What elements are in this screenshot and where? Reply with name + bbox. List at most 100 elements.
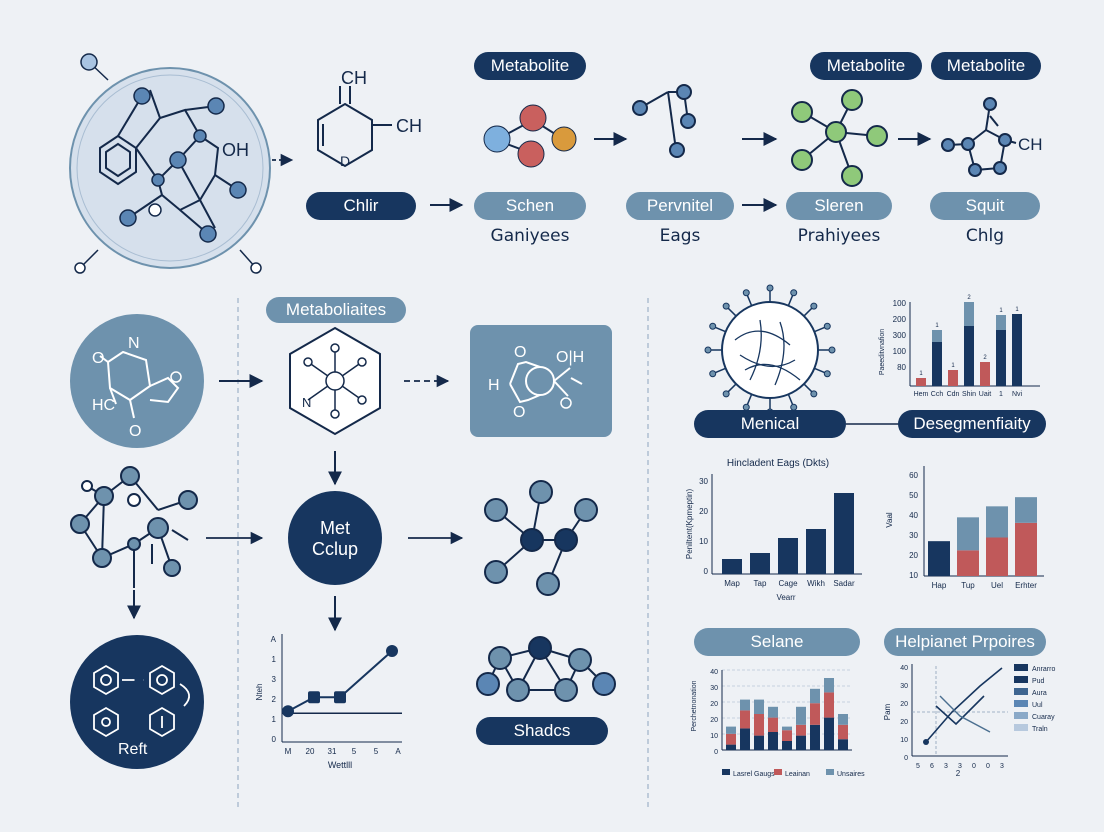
c1-bar-top bbox=[964, 302, 974, 326]
c6-legend-swatch bbox=[1014, 700, 1028, 707]
c1-bar-top bbox=[996, 315, 1006, 330]
virus-strand bbox=[749, 319, 762, 381]
c5-line bbox=[287, 650, 393, 713]
c4-bar bbox=[754, 735, 764, 750]
ganiyees-caption: Ganiyees bbox=[490, 226, 570, 246]
c4-legend-label: Unsaires bbox=[837, 771, 865, 778]
c6-legend-label: Pud bbox=[1032, 678, 1045, 685]
c5-marker bbox=[386, 645, 398, 657]
virus-spike-tip bbox=[704, 346, 712, 354]
virus-spike-tip bbox=[790, 289, 798, 297]
c6-xtick: 3 bbox=[1000, 763, 1004, 770]
network-molecule-icon bbox=[70, 466, 198, 588]
c5-xlabel: Wettlll bbox=[328, 760, 352, 770]
c1-bar bbox=[996, 330, 1006, 386]
bottom-cluster-molecule-icon bbox=[476, 636, 616, 702]
c4-bar bbox=[782, 741, 792, 750]
c6-marker bbox=[923, 739, 929, 745]
c2-bar bbox=[722, 559, 742, 574]
c2-ylabel: Peniltent(Kpmeptin) bbox=[685, 489, 694, 560]
o-label: O bbox=[92, 350, 104, 367]
d-label: D bbox=[340, 153, 350, 169]
c4-bar bbox=[754, 699, 764, 714]
c2-xlabel: Vearr bbox=[776, 593, 795, 602]
ch-molecule-icon bbox=[317, 86, 392, 168]
c4-legend-swatch bbox=[722, 769, 730, 775]
c6-legend-swatch bbox=[1014, 676, 1028, 683]
c2-bar bbox=[778, 538, 798, 574]
reft-label: Reft bbox=[118, 741, 148, 758]
c4-ytick: 40 bbox=[710, 669, 718, 676]
c5-ytick: A bbox=[271, 635, 277, 644]
c1-datalabel: 2 bbox=[967, 295, 971, 301]
c1-datalabel: 1 bbox=[951, 363, 955, 369]
c3-ytick: 60 bbox=[909, 471, 918, 480]
c6-legend-label: Cuaray bbox=[1032, 714, 1055, 721]
c6-xtick: 3 bbox=[958, 763, 962, 770]
c4-ytick: 20 bbox=[710, 717, 718, 724]
c6-line-1 bbox=[925, 667, 1003, 743]
pervnitel-label: Pervnitel bbox=[626, 192, 734, 220]
met-cclup-node bbox=[288, 491, 382, 585]
c1-ylabel: Paeeditvnafion bbox=[879, 329, 886, 375]
menical-label: Menical bbox=[694, 410, 846, 438]
desegmentity-label: Desegmenfiaity bbox=[898, 410, 1046, 438]
c1-bar bbox=[1012, 314, 1022, 386]
c5-marker bbox=[334, 691, 346, 704]
c4-legend-swatch bbox=[774, 769, 782, 775]
circle-molecule-icon: N O HC O bbox=[70, 314, 204, 448]
met-label: Met bbox=[320, 518, 350, 538]
c6-legend-label: Uul bbox=[1032, 702, 1043, 709]
c3-ytick: 30 bbox=[909, 531, 918, 540]
c2-ytick: 10 bbox=[699, 537, 708, 546]
c4-ytick: 0 bbox=[714, 749, 718, 756]
c4-ytick: 10 bbox=[710, 733, 718, 740]
metabolite-label-2: Metabolite bbox=[810, 52, 922, 80]
c6-ytick: 30 bbox=[900, 683, 908, 690]
c1-bar bbox=[964, 326, 974, 386]
c1-bar bbox=[932, 342, 942, 386]
c6-legend-label: Traln bbox=[1032, 726, 1048, 733]
c5-xtick: 5 bbox=[352, 747, 357, 756]
c4-bar bbox=[810, 703, 820, 725]
ring-molecule-icon bbox=[941, 97, 1017, 177]
c2-xtick: Map bbox=[724, 579, 740, 588]
c3-ylabel: Vaal bbox=[885, 512, 894, 528]
c4-bar bbox=[726, 726, 736, 734]
c6-legend-swatch bbox=[1014, 688, 1028, 695]
c6-xtick: 6 bbox=[930, 763, 934, 770]
c4-bar bbox=[824, 717, 834, 750]
c5-ytick: 3 bbox=[272, 675, 277, 684]
cclup-label: Cclup bbox=[312, 539, 358, 559]
c1-datalabel: 1 bbox=[919, 371, 923, 377]
c6-legend-swatch bbox=[1014, 724, 1028, 731]
c2-bar bbox=[834, 493, 854, 574]
virus-spike-tip bbox=[810, 302, 818, 310]
c6-ytick: 20 bbox=[900, 701, 908, 708]
c3-ytick: 50 bbox=[909, 491, 918, 500]
c4-bar bbox=[782, 726, 792, 731]
c3-xtick: Tup bbox=[961, 581, 975, 590]
c4-bar bbox=[810, 724, 820, 750]
eags-caption: Eags bbox=[659, 226, 701, 246]
virus-spike-tip bbox=[722, 390, 730, 398]
c1-datalabel: 1 bbox=[999, 308, 1003, 314]
c6-xtick: 3 bbox=[944, 763, 948, 770]
virus-icon bbox=[704, 284, 836, 416]
c4-bar bbox=[768, 706, 778, 718]
c6-ylabel: Pam bbox=[883, 703, 892, 720]
n-label: N bbox=[128, 335, 140, 352]
h-label: H bbox=[488, 377, 500, 394]
c6-legend-swatch bbox=[1014, 664, 1028, 671]
c2-ytick: 0 bbox=[704, 567, 709, 576]
c3-bar-base bbox=[928, 541, 950, 576]
c1-xtick: 1 bbox=[999, 391, 1003, 398]
c3-bar-base bbox=[957, 550, 979, 576]
c1-ytick: 100 bbox=[893, 347, 907, 356]
